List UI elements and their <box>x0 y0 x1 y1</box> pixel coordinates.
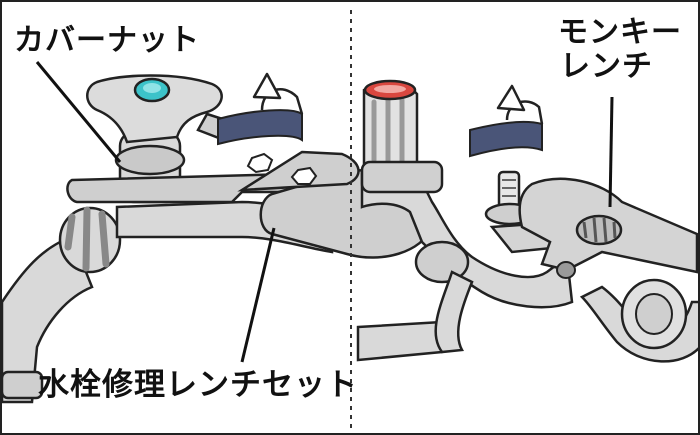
right-handle-cap-shine <box>374 85 406 93</box>
repair-wrench-hex-hole-1 <box>246 152 274 174</box>
monkey-wrench-label-line2: レンチ <box>560 49 653 84</box>
repair-set-leader-line <box>240 227 276 363</box>
cover-nut-leader-line <box>35 61 122 163</box>
monkey-wrench-screw-threads <box>582 217 617 243</box>
faucet-repair-wrench <box>66 150 435 259</box>
right-spindle-threads <box>502 179 516 197</box>
monkey-wrench-leader-line <box>608 96 614 208</box>
left-faucet-assembly <box>2 74 334 404</box>
right-handle-neck <box>360 160 444 194</box>
left-curved-pipe <box>2 235 94 404</box>
left-rotate-arrow-icon <box>217 72 304 146</box>
left-handle-cap-shine <box>143 83 161 93</box>
left-union-nut-knurl <box>64 206 110 272</box>
left-pipe-bottom-flange <box>2 370 44 400</box>
right-faucet-assembly <box>356 79 698 363</box>
monkey-wrench-label-line1: モンキー <box>558 15 682 50</box>
right-union-nut <box>414 240 470 284</box>
faucet-repair-wrench-set-label: 水栓修理レンチセット <box>38 367 358 403</box>
monkey-wrench-label: モンキー レンチ <box>558 16 682 84</box>
right-rotate-arrow-icon <box>469 84 544 158</box>
left-cover-nut <box>114 144 186 176</box>
right-handle-grooves <box>371 97 405 167</box>
right-spout-tip-inner <box>635 293 673 335</box>
monkey-wrench-pivot <box>556 261 576 279</box>
right-lower-pipe <box>434 270 474 354</box>
left-tee-handle <box>86 74 223 144</box>
cover-nut-label: カバーナット <box>14 23 200 58</box>
monkey-wrench-worm-screw <box>575 214 623 246</box>
repair-wrench-hex-hole-2 <box>290 166 318 185</box>
monkey-wrench <box>489 177 698 279</box>
